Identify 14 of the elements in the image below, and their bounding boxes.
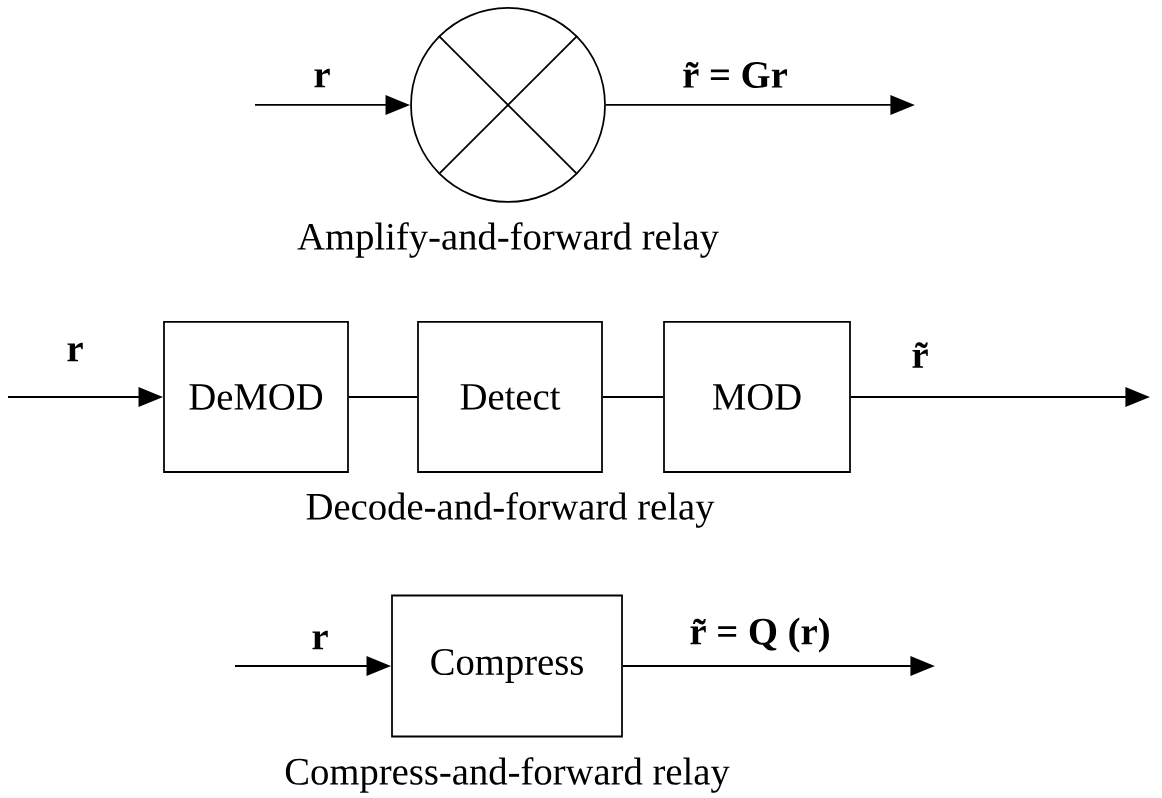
edge-label: r bbox=[64, 341, 86, 363]
edge-label: r bbox=[309, 629, 331, 651]
node-label: Compress-and-forward relay bbox=[285, 757, 730, 793]
edge-label: r̃ = Q (r) bbox=[687, 615, 833, 655]
node-label: Amplify-and-forward relay bbox=[297, 222, 719, 258]
edge-label: r̃ bbox=[909, 340, 931, 370]
edge-label: r̃ = Gr bbox=[680, 60, 790, 90]
edge-label: r bbox=[311, 67, 333, 89]
process-box: Detect bbox=[417, 321, 603, 473]
process-box: DeMOD bbox=[163, 321, 349, 473]
multiplier-circle bbox=[410, 7, 606, 203]
caption: Decode-and-forward relay bbox=[306, 492, 715, 528]
process-box: Compress bbox=[391, 594, 623, 738]
process-box: MOD bbox=[663, 321, 851, 473]
